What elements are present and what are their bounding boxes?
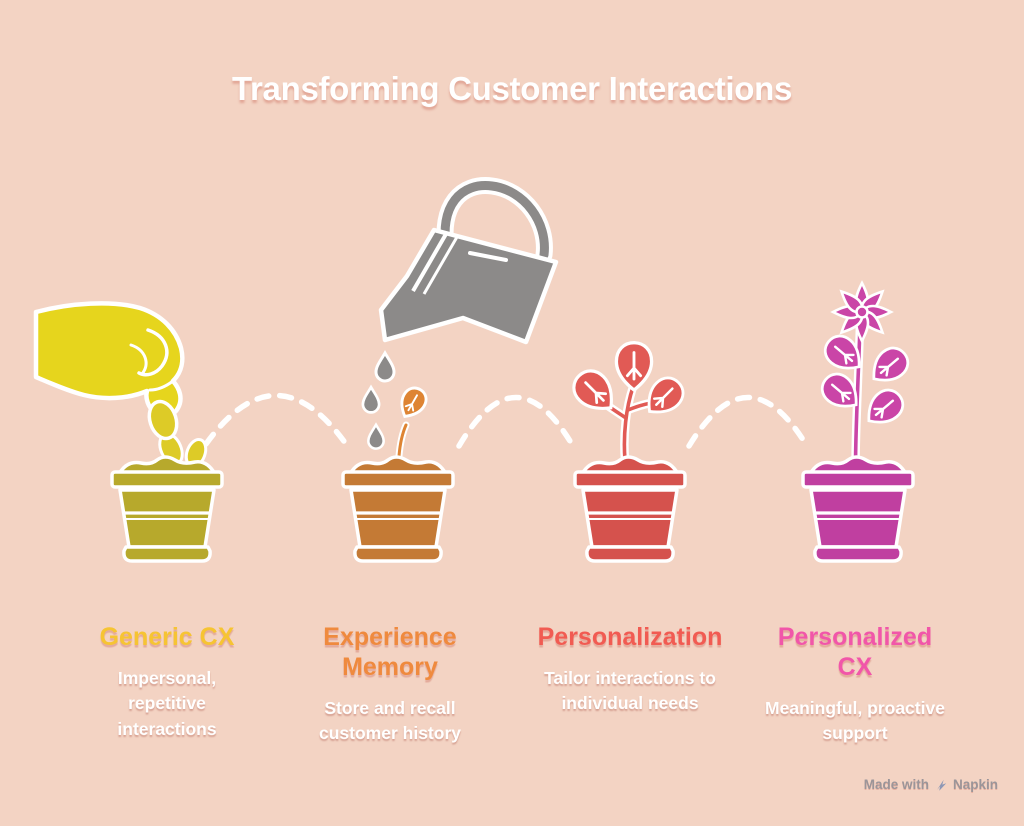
napkin-pen-icon: [937, 779, 947, 791]
can-body: [378, 227, 559, 345]
stage-caption-personalization: Personalization Tailor interactions to i…: [512, 622, 748, 717]
can-stripe: [422, 236, 459, 295]
sprout-stem-fill: [397, 423, 408, 458]
flower: [831, 281, 893, 343]
stage-description: Tailor interactions to individual needs: [544, 668, 716, 714]
can-detail-dash: [468, 251, 508, 262]
pot-personalized-cx: [801, 455, 915, 563]
stage-description: Impersonal, repetitive interactions: [117, 668, 217, 739]
connector-arc-3: [686, 394, 810, 449]
hand-shape: [33, 301, 185, 419]
connector-arc-1: [203, 392, 349, 447]
stage-title: Experience Memory: [323, 623, 457, 681]
progression-connectors: [203, 392, 810, 449]
stage-title: Generic CX: [99, 623, 235, 651]
water-drops: [361, 351, 396, 450]
stage-title: Personalized CX: [777, 623, 933, 681]
made-with-napkin-watermark[interactable]: Made with Napkin: [864, 777, 998, 792]
stage-caption-experience-memory: Experience Memory Store and recall custo…: [290, 622, 490, 747]
stage-title: Personalization: [537, 623, 723, 651]
water-drop: [367, 423, 385, 450]
stage-caption-personalized-cx: Personalized CX Meaningful, proactive su…: [745, 622, 965, 747]
pot-generic-cx: [110, 455, 224, 563]
sprout: [393, 382, 432, 460]
finger-detail: [129, 343, 148, 376]
falling-seed: [147, 399, 179, 441]
connector-arc-2: [456, 394, 576, 449]
stage-caption-generic-cx: Generic CX Impersonal, repetitive intera…: [57, 622, 277, 742]
watermark-brand: Napkin: [952, 777, 998, 792]
can-stripe: [411, 232, 448, 293]
flower-center: [855, 305, 869, 319]
water-drop: [374, 351, 396, 383]
stage-description: Meaningful, proactive support: [765, 698, 945, 744]
stage-experience-memory-illustration: [341, 177, 559, 563]
watering-can-icon: [378, 177, 559, 345]
watermark-prefix: Made with: [863, 777, 929, 792]
hand-icon: [33, 301, 185, 419]
stage-description: Store and recall customer history: [319, 698, 461, 744]
stage-personalization-illustration: [565, 341, 691, 563]
pot-personalization: [573, 455, 687, 563]
pot-experience-memory: [341, 455, 455, 563]
stage-personalized-cx-illustration: [801, 281, 916, 563]
young-plant: [565, 341, 691, 465]
can-handle: [440, 181, 549, 260]
water-drop: [361, 385, 381, 414]
finger-detail: [148, 379, 175, 392]
finger-detail: [137, 328, 169, 377]
stage-generic-cx-illustration: [33, 301, 224, 563]
page-title: Transforming Customer Interactions: [231, 70, 793, 107]
